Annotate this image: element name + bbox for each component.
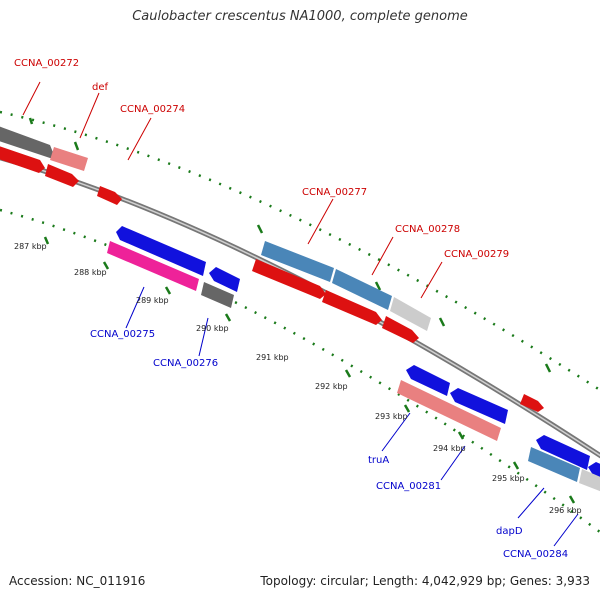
genome-summary: Topology: circular; Length: 4,042,929 bp…: [260, 574, 590, 588]
inner-ticks: [43, 236, 576, 504]
tick-label: 287 kbp: [14, 242, 47, 251]
tick-label: 294 kbp: [433, 444, 466, 453]
label-dapd[interactable]: dapD: [496, 526, 523, 537]
label-ccna-00281[interactable]: CCNA_00281: [376, 481, 441, 492]
arrow-fwd-3[interactable]: [97, 186, 122, 205]
gene-ccna-00278[interactable]: [332, 269, 392, 310]
label-ccna-00279[interactable]: CCNA_00279: [444, 249, 509, 260]
topology-label: Topology:: [260, 574, 317, 588]
outer-ticks: [28, 117, 552, 373]
genome-backbone-highlight: [0, 157, 600, 457]
genes-label: Genes:: [509, 574, 552, 588]
gene-labels: CCNA_00272 def CCNA_00274 CCNA_00277 CCN…: [14, 58, 568, 560]
length-value: 4,042,929 bp: [421, 574, 502, 588]
arrow-fwd-4[interactable]: [252, 259, 326, 299]
label-trua[interactable]: truA: [368, 455, 389, 466]
label-ccna-00276[interactable]: CCNA_00276: [153, 358, 218, 369]
arrow-rev-3[interactable]: [406, 365, 450, 396]
accession-value: NC_011916: [76, 574, 146, 588]
genome-backbone: [0, 155, 600, 459]
gene-ccna-00279[interactable]: [390, 297, 431, 331]
gene-ccna-00275[interactable]: [107, 241, 199, 291]
tick-label: 295 kbp: [492, 474, 525, 483]
inner-cds-track: [107, 241, 600, 495]
gene-def[interactable]: [50, 147, 88, 171]
tick-label: 289 kbp: [136, 296, 169, 305]
arrow-rev-5[interactable]: [536, 435, 590, 470]
gene-ccna-00272[interactable]: [0, 123, 56, 160]
map-title: Caulobacter crescentus NA1000, complete …: [132, 9, 468, 24]
outer-dotted-track: [0, 110, 600, 392]
outer-cds-track: [0, 123, 431, 331]
label-ccna-00274[interactable]: CCNA_00274: [120, 104, 185, 115]
gene-ccna-00276[interactable]: [201, 282, 234, 308]
label-ccna-00284[interactable]: CCNA_00284: [503, 549, 568, 560]
topology-value: circular: [320, 574, 365, 588]
arrow-rev-2[interactable]: [209, 267, 240, 292]
arrow-fwd-6[interactable]: [382, 316, 419, 343]
genes-value: 3,933: [555, 574, 590, 588]
label-ccna-00275[interactable]: CCNA_00275: [90, 329, 155, 340]
tick-labels: 287 kbp 288 kbp 289 kbp 290 kbp 291 kbp …: [14, 242, 582, 515]
label-ccna-00277[interactable]: CCNA_00277: [302, 187, 367, 198]
arrow-fwd-5[interactable]: [322, 290, 382, 325]
label-ccna-00278[interactable]: CCNA_00278: [395, 224, 460, 235]
tick-label: 290 kbp: [196, 324, 229, 333]
tick-label: 293 kbp: [375, 412, 408, 421]
arrow-rev-6[interactable]: [588, 462, 600, 482]
tick-label: 292 kbp: [315, 382, 348, 391]
tick-label: 288 kbp: [74, 268, 107, 277]
label-ccna-00272[interactable]: CCNA_00272: [14, 58, 79, 69]
length-label: Length:: [372, 574, 419, 588]
outer-forward-arrows: [0, 143, 544, 412]
tick-label: 291 kbp: [256, 353, 289, 362]
accession-info: Accession: NC_011916: [9, 574, 145, 588]
arrow-fwd-7[interactable]: [520, 394, 544, 412]
accession-label: Accession:: [9, 574, 73, 588]
leader-lines: [22, 81, 579, 547]
gene-ccna-00284[interactable]: [579, 469, 600, 495]
inner-reverse-arrows: [116, 226, 600, 482]
tick-label: 296 kbp: [549, 506, 582, 515]
label-def[interactable]: def: [92, 82, 109, 93]
arrow-fwd-1[interactable]: [0, 143, 45, 173]
gene-ccna-00277[interactable]: [261, 241, 334, 282]
arrow-fwd-2[interactable]: [45, 164, 79, 187]
arrow-rev-4[interactable]: [450, 388, 508, 424]
gene-trua[interactable]: [397, 380, 501, 441]
gene-dapd[interactable]: [528, 447, 580, 482]
arrow-rev-1[interactable]: [116, 226, 206, 276]
